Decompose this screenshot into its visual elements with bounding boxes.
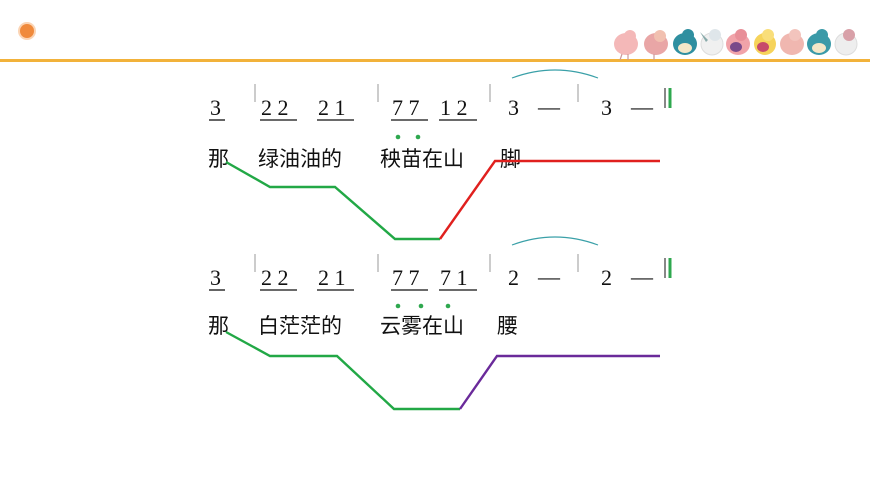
header-divider xyxy=(0,59,870,62)
lyric: 脚 xyxy=(500,147,521,171)
lyric: 云雾在山 xyxy=(380,314,464,338)
lyric: 秧苗在山 xyxy=(380,147,464,171)
note: 1 2 xyxy=(440,95,468,120)
bird-icon xyxy=(780,29,804,55)
bird-icon xyxy=(644,30,668,60)
pitch-contour-green xyxy=(225,160,440,241)
lyric: 绿油油的 xyxy=(258,147,342,171)
note: 2 2 xyxy=(261,265,289,290)
sustain-dash: — xyxy=(537,94,561,119)
lyric: 那 xyxy=(208,147,229,171)
bird-icon xyxy=(754,29,776,55)
notation-row-1: 3 2 2 2 1 7 7 1 2 3 — 3 — xyxy=(209,69,672,140)
low-octave-dot xyxy=(395,134,401,140)
bird-icon xyxy=(614,30,638,61)
bird-icon xyxy=(726,29,750,55)
low-octave-dot xyxy=(418,303,424,309)
bird-icon xyxy=(807,29,831,55)
note: 7 7 xyxy=(392,265,420,290)
note: 3 xyxy=(210,95,221,120)
lyrics-row-2: 那 白茫茫的 云雾在山 腰 xyxy=(208,314,518,338)
note: 2 1 xyxy=(318,95,346,120)
low-octave-dot xyxy=(415,134,421,140)
sustain-dash: — xyxy=(537,264,561,289)
lyric: 那 xyxy=(208,314,229,338)
bird-icon xyxy=(673,29,697,55)
low-octave-dot xyxy=(395,303,401,309)
tie-arc xyxy=(511,236,599,246)
note: 3 xyxy=(508,95,519,120)
note: 3 xyxy=(210,265,221,290)
birds-illustration xyxy=(614,29,858,61)
lyric: 腰 xyxy=(497,314,518,338)
bird-icon xyxy=(834,29,858,56)
pitch-contour-green xyxy=(225,330,460,411)
note: 2 1 xyxy=(318,265,346,290)
pitch-contour-red xyxy=(439,159,660,240)
bird-icon xyxy=(700,29,724,56)
pitch-contour-purple xyxy=(459,354,660,410)
note: 7 7 xyxy=(392,95,420,120)
tie-arc xyxy=(511,69,599,79)
note: 3 xyxy=(601,95,612,120)
note: 7 1 xyxy=(440,265,468,290)
notation-row-2: 3 2 2 2 1 7 7 7 1 2 — 2 — xyxy=(209,236,672,309)
note: 2 xyxy=(508,265,519,290)
low-octave-dot xyxy=(445,303,451,309)
sustain-dash: — xyxy=(630,94,654,119)
lyrics-row-1: 那 绿油油的 秧苗在山 脚 xyxy=(208,147,521,171)
note: 2 2 xyxy=(261,95,289,120)
note: 2 xyxy=(601,265,612,290)
lyric: 白茫茫的 xyxy=(258,314,342,338)
sustain-dash: — xyxy=(630,264,654,289)
orange-circle-icon xyxy=(20,24,34,38)
